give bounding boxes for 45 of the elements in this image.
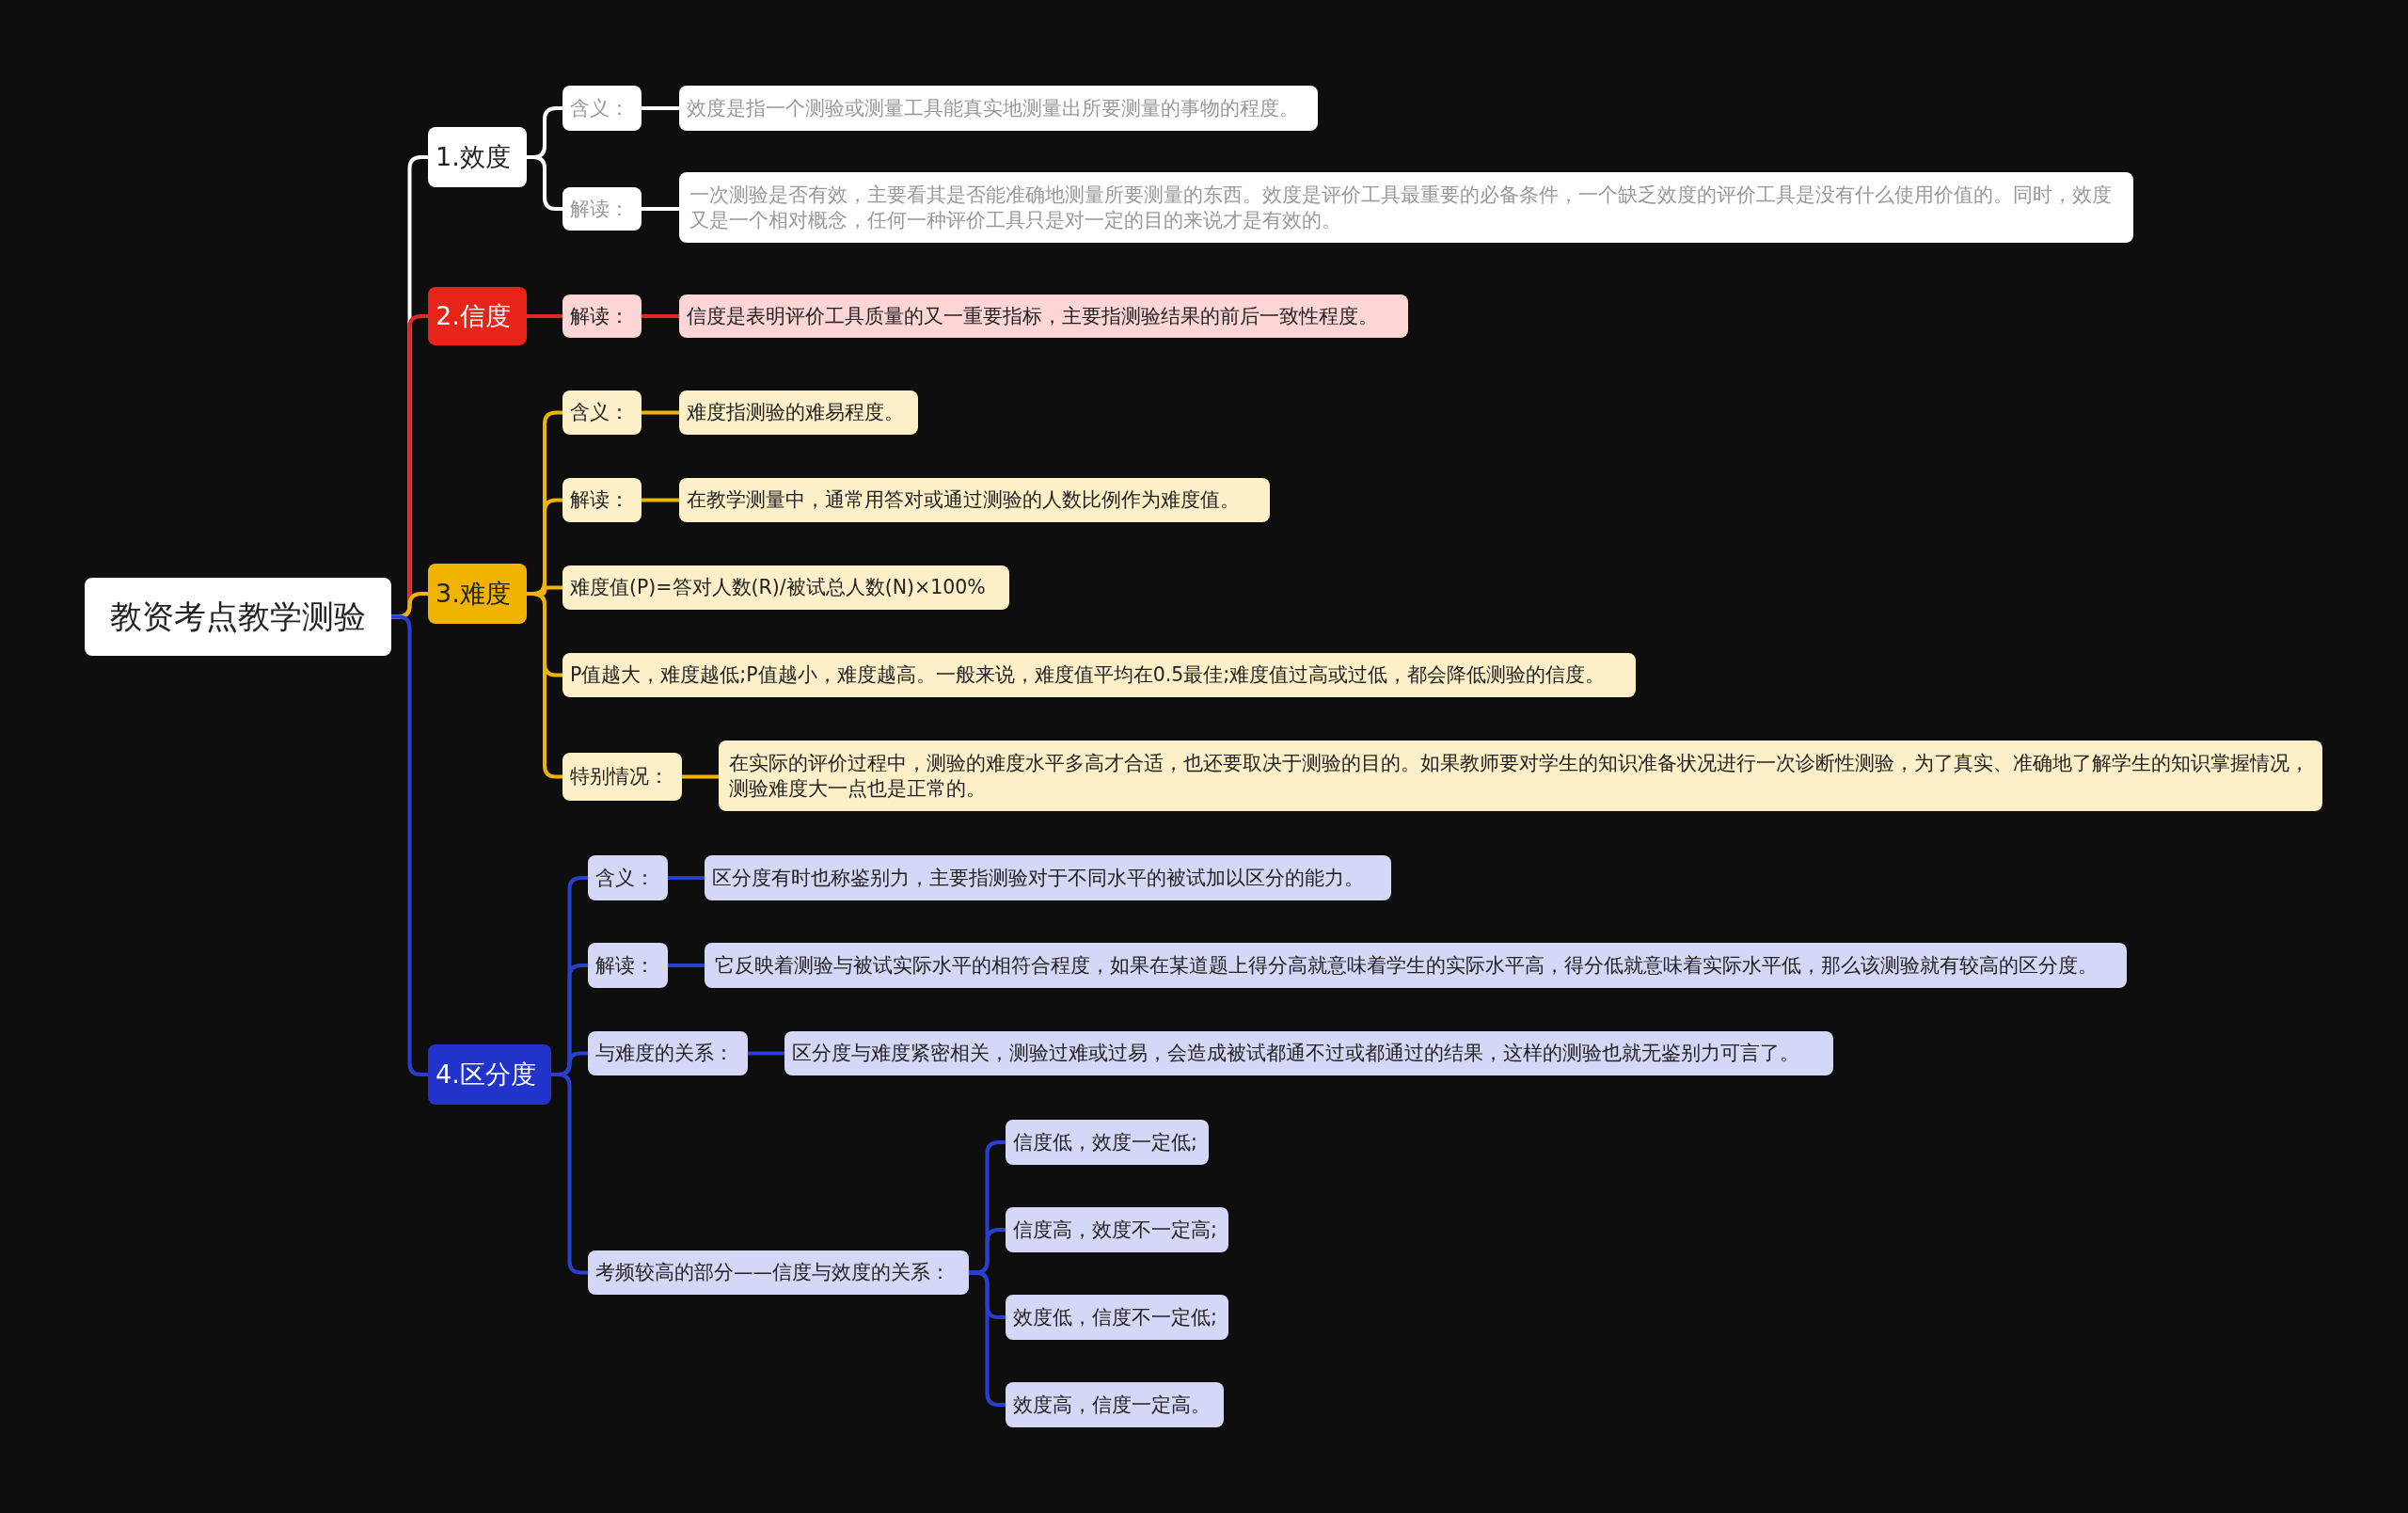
subtopic-box: 区分度有时也称鉴别力，主要指测验对于不同水平的被试加以区分的能力。 <box>705 855 1391 900</box>
connector-line <box>527 592 562 779</box>
subtopic-box: 区分度与难度紧密相关，测验过难或过易，会造成被试都通不过或都通过的结果，这样的测验也就无鉴别力可言了。 <box>784 1031 1833 1075</box>
connector-line <box>748 1051 784 1056</box>
connector-line <box>969 1270 1006 1407</box>
subtopic-box: 含义： <box>588 855 668 900</box>
connector-line <box>668 876 705 880</box>
subtopic-box: 难度值(P)=答对人数(R)/被试总人数(N)×100% <box>562 565 1009 610</box>
connector-line <box>642 106 679 110</box>
subtopic-box: 难度指测验的难易程度。 <box>679 390 918 435</box>
topic-box: 4.区分度 <box>428 1044 551 1105</box>
subtopic-box: 一次测验是否有效，主要看其是否能准确地测量所要测量的东西。效度是评价工具最重要的必备条件，一个缺乏效度的评价工具是没有什么使用价值的。同时，效度又是一个相对概念，任何一种评价工具只是对一定的目的来说才是有效的。 <box>679 172 2133 243</box>
subtopic-box: 特别情况： <box>562 753 682 801</box>
subtopic-box: 解读： <box>562 478 642 522</box>
connector-line <box>527 314 562 318</box>
subtopic-box: 信度是表明评价工具质量的又一重要指标，主要指测验结果的前后一致性程度。 <box>679 295 1408 338</box>
topic-box: 3.难度 <box>428 564 527 624</box>
subtopic-box: 在实际的评价过程中，测验的难度水平多高才合适，也还要取决于测验的目的。如果教师要对学生的知识准备状况进行一次诊断性测验，为了真实、准确地了解学生的知识掌握情况，测验难度大一点也是正常的。 <box>719 741 2322 811</box>
subtopic-box: 在教学测量中，通常用答对或通过测验的人数比例作为难度值。 <box>679 478 1270 522</box>
subtopic-box: 含义： <box>562 390 642 435</box>
subtopic-box: 解读： <box>588 943 668 988</box>
connector-line <box>642 207 679 211</box>
connector-line <box>642 314 679 318</box>
subtopic-box: P值越大，难度越低;P值越小，难度越高。一般来说，难度值平均在0.5最佳;难度值过高或过低，都会降低测验的信度。 <box>562 653 1636 697</box>
topic-box: 2.信度 <box>428 287 527 345</box>
subtopic-box: 效度低，信度不一定低; <box>1006 1295 1228 1340</box>
subtopic-box: 效度是指一个测验或测量工具能真实地测量出所要测量的事物的程度。 <box>679 86 1318 131</box>
subtopic-box: 效度高，信度一定高。 <box>1006 1382 1224 1427</box>
connector-line <box>682 774 719 779</box>
subtopic-box: 含义： <box>562 86 642 131</box>
subtopic-box: 解读： <box>562 295 642 338</box>
connector-line <box>527 155 562 211</box>
subtopic-box: 信度低，效度一定低; <box>1006 1120 1209 1165</box>
subtopic-box: 它反映着测验与被试实际水平的相符合程度，如果在某道题上得分高就意味着学生的实际水平高，得分低就意味着实际水平低，那么该测验就有较高的区分度。 <box>705 943 2127 988</box>
subtopic-box: 考频较高的部分——信度与效度的关系： <box>588 1250 969 1295</box>
connector-line <box>391 614 428 1076</box>
subtopic-box: 与难度的关系： <box>588 1031 748 1075</box>
topic-box: 1.效度 <box>428 127 527 187</box>
subtopic-box: 信度高，效度不一定高; <box>1006 1207 1228 1252</box>
connector-line <box>642 410 679 415</box>
central-topic-box: 教资考点教学测验 <box>85 578 391 656</box>
subtopic-box: 解读： <box>562 187 642 231</box>
connector-line <box>642 498 679 502</box>
connector-line <box>668 964 705 967</box>
connector-line <box>551 1073 588 1275</box>
